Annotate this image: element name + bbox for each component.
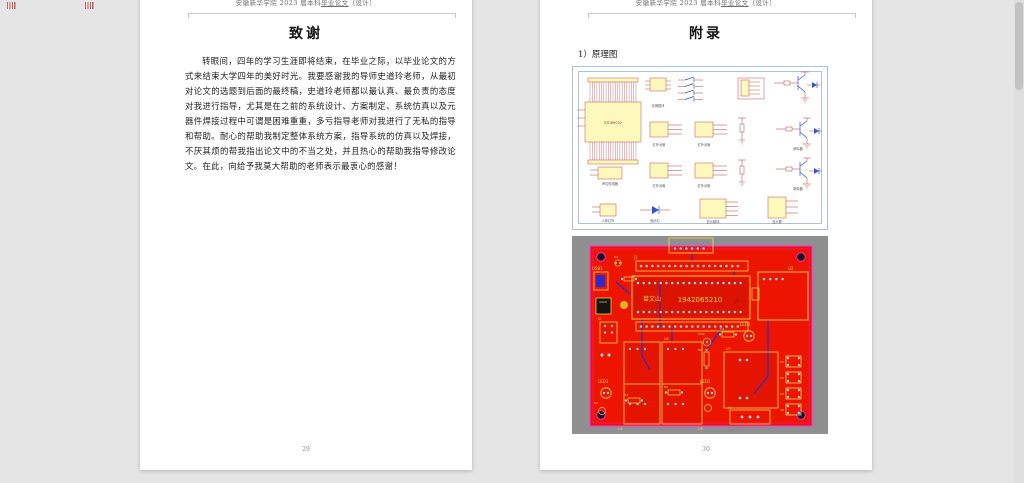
pcb-figure[interactable]: J1 苗文山 1942065210 u1 U2	[572, 236, 828, 434]
led1-label: LED1	[598, 379, 609, 384]
u1-label: u1	[734, 298, 740, 303]
s3-label: S3	[780, 392, 784, 396]
d4-label: D4	[720, 327, 724, 331]
j4-box	[729, 409, 771, 425]
pcb-image: J1 苗文山 1942065210 u1 U2	[572, 236, 828, 434]
led-label: 指示灯	[650, 218, 660, 223]
relay-boxes	[623, 341, 703, 425]
scrollbar-track[interactable]	[1014, 0, 1024, 483]
page-29: 安徽新华学院 2023 届本科毕业论文（设计） 致谢 转眼间，四年的学习生涯即将…	[140, 0, 472, 470]
display-screen-label: 显示屏	[772, 220, 782, 224]
eeprom-chip	[645, 77, 671, 92]
section-title-appendix[interactable]: 附录	[689, 26, 723, 42]
appendix-item-schematic[interactable]: 1）原理图	[578, 50, 618, 60]
led2-label: LED2	[700, 379, 711, 384]
ir-label: 红外对管	[698, 183, 711, 188]
header-text: （设计）	[348, 0, 377, 7]
s2-label: S2	[780, 376, 784, 380]
mcu-socket	[631, 275, 760, 320]
u2-box	[757, 271, 809, 321]
schematic-figure[interactable]: STC89C52 存储模块	[572, 66, 828, 230]
pullup-strings	[738, 117, 746, 187]
u2-label: U2	[788, 266, 794, 271]
relay-label: 继电器	[793, 186, 803, 191]
indicator-led	[640, 206, 670, 214]
d1-label: D1	[614, 255, 618, 259]
u7-box	[723, 351, 779, 409]
page-number: 29	[302, 446, 310, 453]
mcu-block	[577, 77, 642, 165]
ir-modules	[649, 121, 727, 179]
header-text: （设计）	[748, 0, 777, 7]
s4-label: S4	[780, 408, 784, 412]
u7-label: U7	[726, 347, 731, 351]
j4-label: J4	[727, 406, 732, 410]
scrollbar-thumb[interactable]	[1015, 2, 1023, 90]
pcb-silk-name: 苗文山	[643, 295, 661, 303]
header-text-underlined: 毕业论文	[720, 0, 749, 7]
schematic-image: STC89C52 存储模块	[572, 66, 828, 230]
mu2-label: MU2	[698, 332, 705, 336]
section-title-acknowledgements[interactable]: 致谢	[289, 26, 323, 42]
ir-label: 红外对管	[653, 183, 666, 188]
pir-label: 人体红外	[602, 218, 616, 223]
page-30: 安徽新华学院 2023 届本科毕业论文（设计） 附录 1）原理图 STC89C5…	[540, 0, 872, 470]
sound-sensor-module	[590, 166, 623, 180]
left-component	[595, 297, 612, 315]
ir-label: 红外对管	[653, 142, 666, 147]
pcb-traces	[615, 253, 769, 395]
m6-label: M6	[698, 348, 703, 352]
u5-label: U5	[664, 337, 669, 341]
header-text-underlined: 毕业论文	[320, 0, 349, 7]
j2-label: J2	[597, 317, 601, 321]
r6-label: R6	[664, 385, 668, 389]
page-number: 30	[702, 446, 710, 453]
led3-label: LED3	[740, 322, 751, 327]
mcu-label: STC89C52	[604, 121, 622, 125]
red-annotation-mark	[7, 2, 16, 9]
module-label: 存储模块	[652, 103, 666, 108]
display-module-block	[699, 198, 738, 219]
ir-label: 红外对管	[698, 142, 711, 147]
text-boundary-line	[188, 13, 456, 18]
page-header: 安徽新华学院 2023 届本科毕业论文（设计）	[540, 0, 872, 7]
usb1-outline	[593, 271, 609, 291]
u4-label: U4	[618, 427, 624, 431]
sound-label: 声控传感器	[602, 181, 619, 186]
buzzer-label: 蜂鸣器	[793, 146, 803, 151]
red-annotation-mark	[85, 2, 94, 9]
r3-label: R3	[624, 393, 628, 397]
usb1-connector	[596, 275, 605, 287]
s1-label: S1	[780, 360, 784, 364]
top-connector	[668, 237, 714, 254]
download-connector	[737, 77, 765, 100]
switch-column: S1 S2 S3 S4	[780, 355, 802, 416]
pcb-silk-student-id: 1942065210	[678, 296, 723, 304]
pir-module	[592, 203, 617, 217]
j1-label: J1	[633, 255, 638, 260]
display-screen-block	[767, 196, 798, 219]
key-switches	[678, 76, 703, 102]
acknowledgements-paragraph[interactable]: 转眼间，四年的学习生涯即将结束，在毕业之际，以毕业论文的方式来结束大学四年的美好…	[185, 56, 456, 171]
usb1-label: USB1	[592, 266, 603, 271]
q1-label: Q1	[594, 401, 598, 405]
header-text: 安徽新华学院 2023 届本科	[235, 0, 321, 7]
j2-box	[599, 321, 618, 344]
j1-strip	[635, 260, 749, 272]
text-boundary-line	[588, 13, 856, 18]
header-text: 安徽新华学院 2023 届本科	[635, 0, 721, 7]
u6-label: U6	[698, 427, 703, 431]
header-strip-2	[635, 321, 749, 332]
display-module-label: 显示模块	[707, 219, 721, 224]
page-header: 安徽新华学院 2023 届本科毕业论文（设计）	[140, 0, 472, 7]
